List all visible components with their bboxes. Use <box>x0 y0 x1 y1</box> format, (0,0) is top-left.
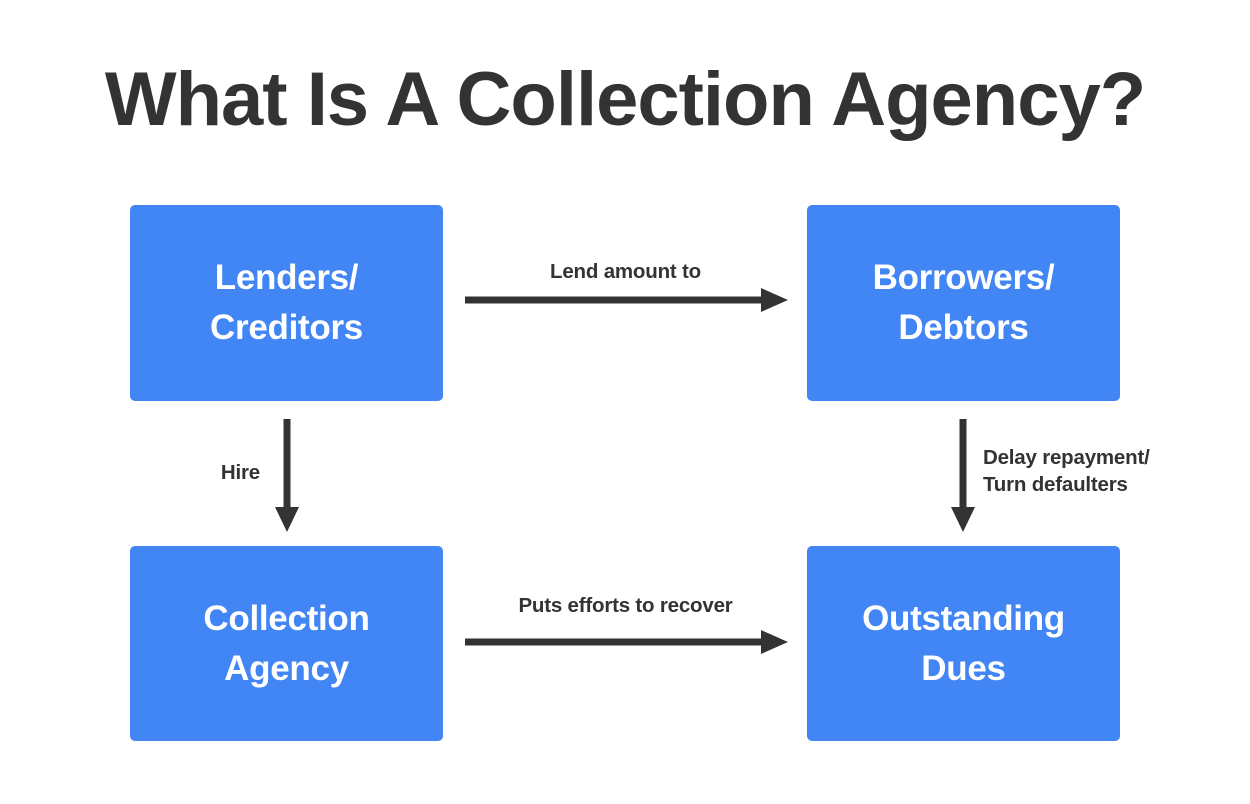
edge-label-delay-repayment: Delay repayment/ Turn defaulters <box>983 446 1150 497</box>
node-label: Collection Agency <box>203 598 370 688</box>
node-collection-agency: Collection Agency <box>130 546 443 741</box>
node-label: Lenders/ Creditors <box>210 258 363 347</box>
arrow-down-delay-icon <box>951 419 975 532</box>
node-outstanding-dues: Outstanding Dues <box>807 546 1120 741</box>
arrow-down-hire-icon <box>275 419 299 532</box>
edge-label-puts-efforts-to-recover: Puts efforts to recover <box>518 594 733 617</box>
edge-label-lend-amount-to: Lend amount to <box>550 260 701 283</box>
node-label: Outstanding Dues <box>862 598 1065 688</box>
arrow-right-recover-icon <box>465 630 788 654</box>
node-lenders-creditors: Lenders/ Creditors <box>130 205 443 401</box>
edge-label-hire: Hire <box>220 461 260 484</box>
node-borrowers-debtors: Borrowers/ Debtors <box>807 205 1120 401</box>
arrow-right-lend-icon <box>465 288 788 312</box>
node-label: Borrowers/ Debtors <box>872 258 1055 347</box>
page-title: What Is A Collection Agency? <box>104 57 1146 142</box>
